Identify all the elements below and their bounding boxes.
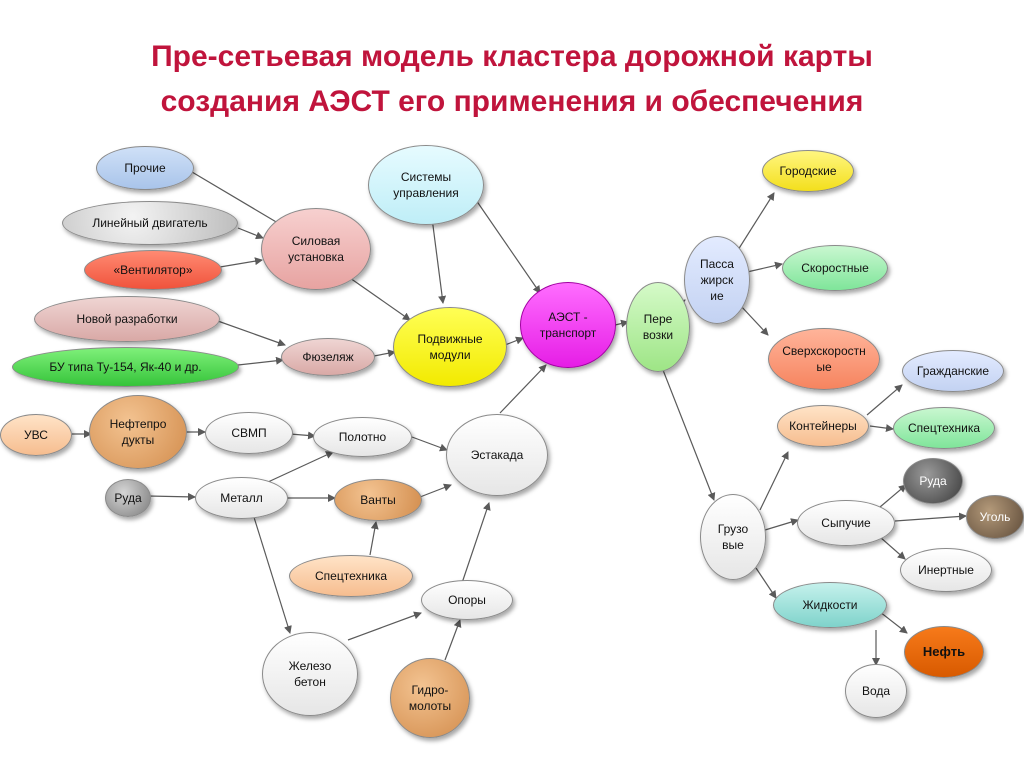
edge-fuzelyazh-podvizhnye (373, 349, 396, 358)
node-zhidkosti: Жидкости (773, 582, 887, 628)
node-uvs: УВС (0, 414, 72, 456)
edge-konteinery-grazhdanskie (866, 384, 903, 416)
edge-vanty-estakada (419, 483, 452, 498)
page-title: Пре-сетьевая модель кластера дорожной ка… (0, 34, 1024, 124)
node-gorodskie: Городские (762, 150, 854, 192)
node-sypuchie: Сыпучие (797, 500, 895, 546)
edge-perevozki-gruzovye (662, 369, 716, 501)
edge-ventilator-silovaya (219, 257, 263, 268)
node-metall: Металл (195, 477, 288, 519)
edge-spec-vanty (369, 521, 379, 556)
edge-ruda-metall (147, 492, 196, 501)
node-lineyny-dvigatel: Линейный двигатель (62, 201, 238, 245)
edge-aest-perevozki (614, 319, 629, 328)
node-bu-tu154: БУ типа Ту-154, Як-40 и др. (12, 347, 239, 387)
node-grazhdanskie: Гражданские (902, 350, 1004, 392)
node-ventilator: «Вентилятор» (84, 250, 222, 290)
edge-novoy-fuzelyazh (214, 319, 286, 347)
node-spectehnika-right: Спецтехника (893, 407, 995, 449)
node-perevozki: Пере возки (626, 282, 690, 372)
edge-prochie-silovaya (191, 171, 284, 227)
edge-sypuchie-inertnye (879, 536, 906, 560)
edge-gruzovye-zhidkosti (755, 567, 777, 599)
node-svmp: СВМП (205, 412, 293, 454)
node-inertnye: Инертные (900, 548, 992, 592)
edge-gruzovye-konteinery (759, 451, 789, 511)
edge-sypuchie-ruda (879, 484, 907, 508)
edge-silovaya-podvizhnye (349, 277, 411, 321)
node-zhelezobeton: Железо бетон (262, 632, 358, 716)
edge-konteinery-spec (869, 424, 894, 433)
node-sverhskorostnye: Сверхскоростн ые (768, 328, 880, 390)
node-ugol: Уголь (966, 495, 1024, 539)
title-line-2: создания АЭСТ его применения и обеспечен… (160, 85, 864, 118)
node-aest-transport: АЭСТ - транспорт (520, 282, 616, 368)
node-ruda-left: Руда (105, 479, 151, 517)
node-nefteprodukty: Нефтепро дукты (89, 395, 187, 469)
edge-sypuchie-ugol (894, 512, 967, 522)
node-voda: Вода (845, 664, 907, 718)
edge-passazhir-gorodskie (737, 192, 775, 251)
edge-lineyny-silovaya (237, 227, 264, 240)
edge-metall-polotno (267, 451, 334, 483)
node-estakada: Эстакада (446, 414, 548, 496)
node-konteinery: Контейнеры (777, 405, 869, 447)
edge-passazhir-sverh (739, 304, 769, 336)
node-skorostnye: Скоростные (782, 245, 888, 291)
edge-gruzovye-sypuchie (764, 518, 799, 531)
edge-podvizhnye-aest (504, 336, 524, 346)
edge-zhidkosti-neft (879, 611, 908, 634)
node-sistemy-upravleniya: Системы управления (368, 145, 484, 225)
edge-svmp-polotno (289, 431, 316, 440)
edge-opory-estakada (461, 502, 491, 584)
node-silovaya-ustanovka: Силовая установка (261, 208, 371, 290)
node-gruzovye: Грузо вые (700, 494, 766, 580)
node-spectehnika-left: Спецтехника (289, 555, 413, 597)
node-opory: Опоры (421, 580, 513, 620)
edge-gidro-opory (444, 619, 462, 661)
edge-metall-zhelezo (252, 513, 292, 634)
node-vanty: Ванты (334, 479, 422, 521)
node-passazhirskie: Пасса жирск ие (684, 236, 750, 324)
edge-passazhir-skorostnye (746, 261, 783, 273)
node-fuzelyazh: Фюзеляж (281, 338, 375, 376)
node-neft: Нефть (904, 626, 984, 678)
edge-bu-fuzelyazh (237, 356, 284, 366)
edge-zhelezo-opory (347, 611, 422, 641)
node-prochie: Прочие (96, 146, 194, 190)
node-podvizhnye-moduli: Подвижные модули (393, 307, 507, 387)
node-gidromoloty: Гидро- молоты (390, 658, 470, 738)
edge-sistemy-aest (475, 199, 541, 294)
title-line-1: Пре-сетьевая модель кластера дорожной ка… (151, 40, 873, 73)
edge-polotno-estakada (411, 436, 448, 452)
node-novoy-razrabotki: Новой разработки (34, 296, 220, 342)
node-polotno: Полотно (313, 417, 412, 457)
edge-estakada-aest (499, 364, 547, 414)
edge-sistemy-podvizhnye (431, 217, 447, 304)
node-ruda-right: Руда (903, 458, 963, 504)
